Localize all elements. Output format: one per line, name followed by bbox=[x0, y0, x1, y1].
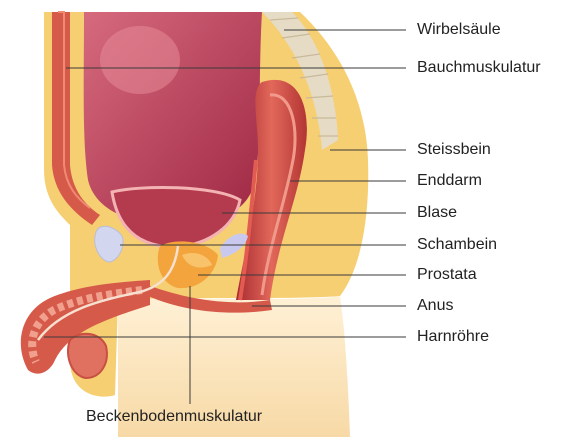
label-harnroehre: Harnröhre bbox=[417, 328, 489, 346]
testis bbox=[68, 334, 107, 378]
label-prostata: Prostata bbox=[417, 266, 477, 284]
label-blase: Blase bbox=[417, 204, 457, 222]
label-steissbein: Steissbein bbox=[417, 141, 491, 159]
label-schambein: Schambein bbox=[417, 236, 497, 254]
label-enddarm: Enddarm bbox=[417, 172, 482, 190]
label-wirbelsaeule: Wirbelsäule bbox=[417, 21, 501, 39]
label-beckenbodenmuskulatur: Beckenbodenmuskulatur bbox=[86, 408, 262, 426]
label-anus: Anus bbox=[417, 297, 453, 315]
label-bauchmuskulatur: Bauchmuskulatur bbox=[417, 59, 541, 77]
